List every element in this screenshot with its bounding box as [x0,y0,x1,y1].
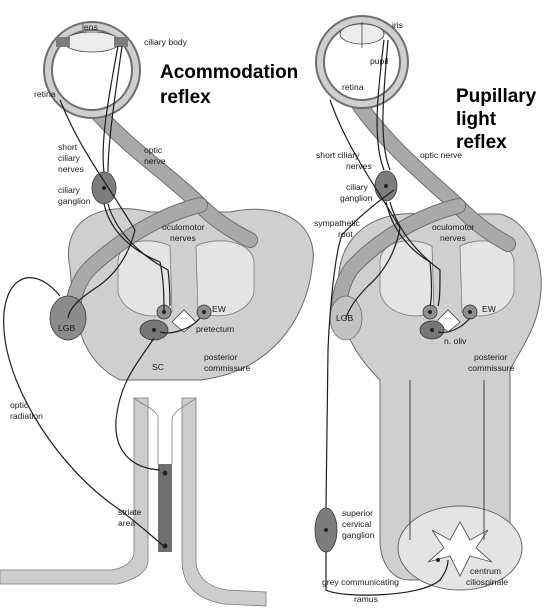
left-pretectum-link [115,337,161,471]
right-label-symp-1: sympathetic [314,218,361,228]
left-label-sc: SC [152,362,164,372]
left-label-cg-2: ganglion [58,196,91,206]
right-label-symp-2: root [338,229,353,239]
left-label-ciliary-body: ciliary body [144,37,188,47]
right-label-short-1: short ciliary [316,150,360,160]
left-panel-accommodation: Acommodation reflex lens ciliary body re… [0,21,314,607]
right-title-line1: Pupillary [456,86,537,107]
right-label-grey-1: grey communicating [322,577,399,587]
left-label-posterior-1: posterior [204,352,238,362]
left-label-optic-2: nerve [144,156,166,166]
right-panel-pupillary: Pupillary light reflex iris pupil retina… [314,15,542,604]
left-optic-pathway-fill [88,103,257,247]
left-label-striate-1: striate [118,507,142,517]
right-label-pupil: pupil [370,56,388,66]
right-title-line2: light [456,109,497,130]
left-midbrain-inner-r [195,240,255,317]
left-label-oculo-2: nerves [170,233,196,243]
left-oculomotor-path [103,203,165,313]
left-ciliary-body [114,37,128,47]
right-label-retina: retina [342,82,364,92]
left-striate-area-block [158,464,172,552]
left-retina-pathway [59,99,136,319]
left-label-striate-2: area [118,518,135,528]
right-label-sup-3: ganglion [342,530,375,540]
left-label-radiation-1: optic [10,400,29,410]
left-label-posterior-2: commissure [204,363,251,373]
right-label-optic: optic nerve [420,150,462,160]
right-label-cg-2: ganglion [340,193,373,203]
right-label-posterior-1: posterior [474,352,508,362]
right-label-oculo-2: nerves [440,233,466,243]
right-label-n-oliv: n. oliv [444,336,467,346]
right-retina-pathway [329,99,401,319]
right-label-centrum-1: centrum [470,566,501,576]
left-label-short-1: short [58,142,78,152]
left-cortex-strip-2 [181,397,267,607]
left-radiation-loop [3,277,165,547]
right-label-centrum-2: ciliospinale [466,577,508,587]
left-label-short-2: ciliary [58,153,81,163]
left-label-retina: retina [34,89,56,99]
right-label-lgb: LGB [336,313,353,323]
right-label-cg-1: ciliary [346,182,369,192]
left-label-oculo-1: oculomotor [162,222,205,232]
left-label-ew: EW [212,304,227,314]
left-title-line1: Acommodation [160,62,298,83]
right-sympathetic-chain [325,189,395,509]
right-midbrain-inner-l [379,240,435,317]
right-label-short-2: nerves [346,161,372,171]
left-short-ciliary [102,45,119,173]
left-lens [63,31,121,53]
left-label-pretectum: pretectum [196,324,234,334]
left-cortex-strip [0,397,149,585]
left-label-short-3: nerves [58,164,84,174]
right-grey-matter [427,521,493,578]
left-optic-tract-fill [66,198,207,317]
right-label-sup-1: superior [342,508,373,518]
left-label-cg-1: ciliary [58,185,81,195]
right-label-oculo-1: oculomotor [432,222,475,232]
left-title-line2: reflex [160,87,211,108]
right-label-sup-2: cervical [342,519,371,529]
right-label-posterior-2: commissure [468,363,515,373]
right-label-ew: EW [482,304,497,314]
left-cortex-top [133,397,159,464]
left-label-lens: lens [82,22,98,32]
right-label-iris: iris [392,20,403,30]
right-label-grey-2: ramus [354,594,378,604]
left-label-lgb: LGB [58,323,75,333]
left-label-optic-1: optic [144,145,163,155]
right-title-line3: reflex [456,132,507,153]
left-label-radiation-2: radiation [10,411,43,421]
